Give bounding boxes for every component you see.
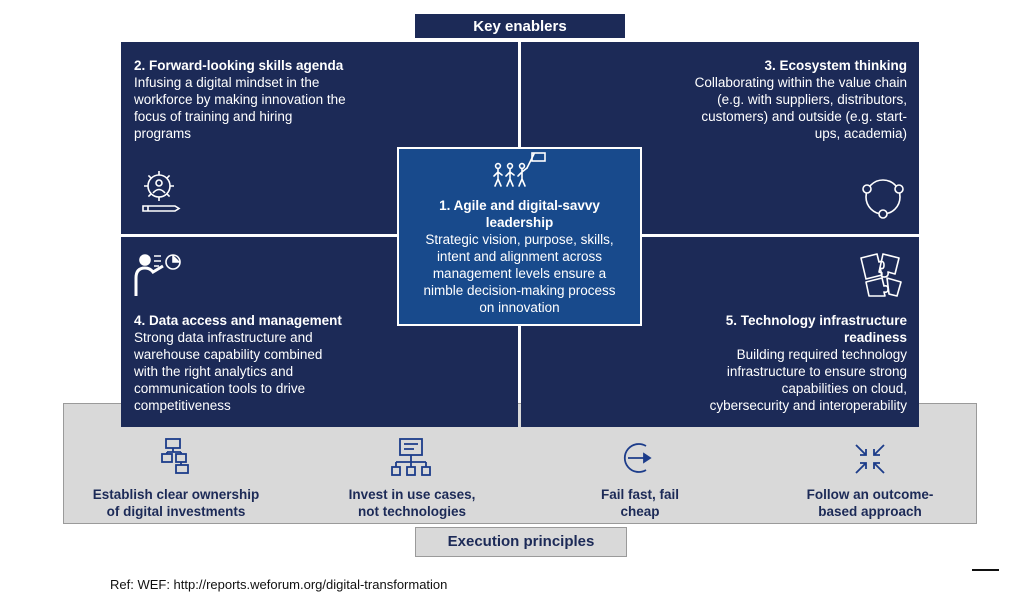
enabler-1-line: Strategic vision, purpose, skills,: [425, 232, 614, 247]
enabler-5-title-line: 5. Technology infrastructure: [725, 313, 907, 328]
principle-line: not technologies: [358, 504, 466, 519]
enabler-5-line: Building required technology: [736, 347, 907, 362]
enabler-1-line: on innovation: [479, 300, 560, 315]
enabler-3-line: customers) and outside (e.g. start-: [701, 109, 907, 124]
enabler-1-line: intent and alignment across: [436, 249, 603, 264]
principle-line: Fail fast, fail: [600, 487, 680, 502]
person-presenting-chart-icon: [134, 254, 181, 296]
reference-text: Ref: WEF: http://reports.weforum.org/dig…: [110, 577, 448, 592]
enabler-2: 2. Forward-looking skills agenda Infusin…: [134, 57, 504, 142]
gear-person-pencil-icon: [142, 171, 181, 212]
enabler-2-line: Infusing a digital mindset in the: [134, 75, 320, 90]
enabler-1-title-line: 1. Agile and digital-savvy: [439, 198, 600, 213]
circle-network-icon: [862, 179, 904, 219]
principle-line: cheap: [620, 504, 660, 519]
principle-line: Invest in use cases,: [348, 487, 476, 502]
principle-line: of digital investments: [106, 504, 246, 519]
people-with-flag-icon: [493, 152, 546, 187]
enabler-5-title-line: readiness: [843, 330, 907, 345]
principle-outcome: Follow an outcome- based approach: [762, 486, 978, 520]
enabler-3-line: Collaborating within the value chain: [694, 75, 907, 90]
enabler-2-title: 2. Forward-looking skills agenda: [134, 58, 344, 73]
enabler-1-center-box: 1. Agile and digital-savvy leadership St…: [397, 147, 642, 326]
arrows-inward-icon: [855, 444, 885, 474]
enabler-2-line: workforce by making innovation the: [134, 92, 346, 107]
principle-line: Follow an outcome-: [806, 487, 934, 502]
principle-line: Establish clear ownership: [92, 487, 260, 502]
principle-fail-fast: Fail fast, fail cheap: [540, 486, 740, 520]
execution-principles-label: Execution principles: [415, 527, 627, 557]
enabler-3-line: (e.g. with suppliers, distributors,: [717, 92, 907, 107]
quadrant-bottom-right-overlap: [521, 403, 919, 427]
enabler-3-title: 3. Ecosystem thinking: [764, 58, 907, 73]
enabler-4-line: with the right analytics and: [134, 364, 294, 379]
quadrant-bottom-left-overlap: [121, 403, 518, 427]
enabler-5-line: capabilities on cloud,: [781, 381, 907, 396]
enabler-5: 5. Technology infrastructure readiness B…: [540, 312, 907, 414]
enabler-4-line: communication tools to drive: [134, 381, 306, 396]
principle-ownership: Establish clear ownership of digital inv…: [65, 486, 287, 520]
enabler-1-line: management levels ensure a: [432, 266, 607, 281]
circle-arrow-icon: [623, 443, 652, 473]
enabler-4-line: Strong data infrastructure and: [134, 330, 313, 345]
enabler-2-line: programs: [134, 126, 192, 141]
enabler-4-line: competitiveness: [134, 398, 231, 413]
monitor-hierarchy-icon: [391, 438, 431, 476]
enabler-3: 3. Ecosystem thinking Collaborating with…: [540, 57, 907, 142]
enabler-5-line: infrastructure to ensure strong: [726, 364, 907, 379]
enabler-1-title-line: leadership: [485, 215, 554, 230]
principle-use-cases: Invest in use cases, not technologies: [303, 486, 521, 520]
flowchart-icon: [161, 438, 189, 474]
puzzle-icon: [860, 253, 902, 297]
enabler-2-line: focus of training and hiring: [134, 109, 293, 124]
key-enablers-label: Key enablers: [415, 14, 625, 38]
enabler-1-line: nimble decision-making process: [423, 283, 616, 298]
enabler-4: 4. Data access and management Strong dat…: [134, 312, 504, 414]
enabler-3-line: ups, academia): [814, 126, 907, 141]
divider-dash: [972, 569, 999, 571]
enabler-4-title: 4. Data access and management: [134, 313, 342, 328]
principle-line: based approach: [818, 504, 922, 519]
enabler-4-line: warehouse capability combined: [134, 347, 323, 362]
enabler-5-line: cybersecurity and interoperability: [709, 398, 907, 413]
